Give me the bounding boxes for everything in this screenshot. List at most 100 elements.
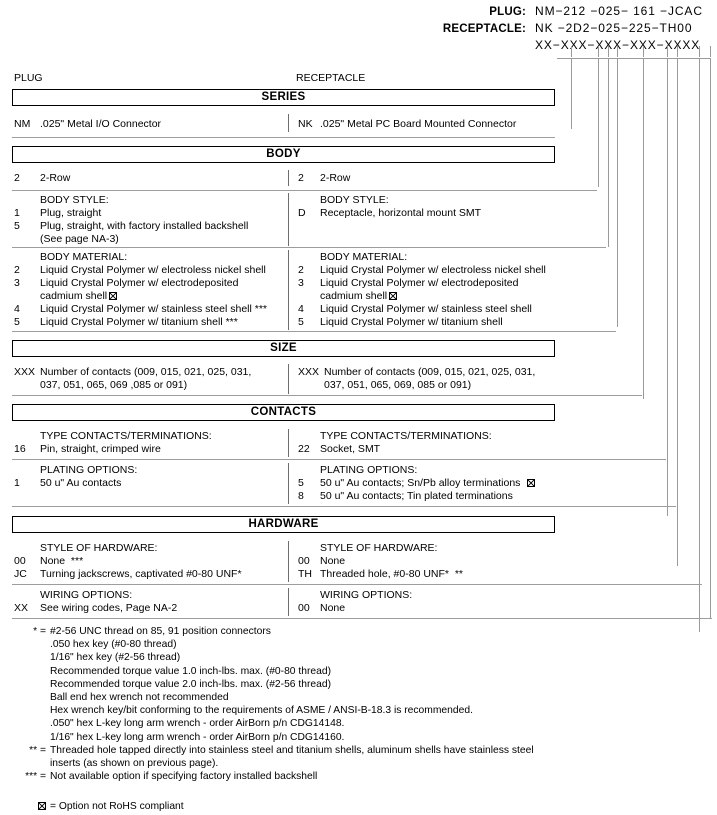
- cell-text: Liquid Crystal Polymer w/ titanium shell: [320, 316, 503, 328]
- leader-line-plating: [557, 58, 678, 566]
- cell-text: (See page NA-3): [40, 233, 119, 245]
- cell-text: cadmium shell: [40, 290, 118, 303]
- cell-text-label: 50 u" Au contacts; Sn/Pb alloy terminati…: [320, 477, 521, 489]
- cell-text: Receptacle, horizontal mount SMT: [320, 207, 482, 219]
- leader-tick-1: [571, 46, 572, 57]
- cell-code: 5: [298, 316, 304, 328]
- group-rule: [12, 584, 702, 585]
- leader-line-series: [557, 58, 572, 129]
- cell-text-label: cadmium shell: [320, 290, 388, 302]
- leader-tick-5: [643, 46, 644, 57]
- cell-text: 2-Row: [40, 172, 71, 184]
- cell-text: Liquid Crystal Polymer w/ electrodeposit…: [320, 277, 519, 289]
- cell-text: Threaded hole, #0-80 UNF* **: [320, 568, 463, 580]
- group-subhead: BODY STYLE:: [320, 194, 389, 206]
- section-header-body: BODY: [12, 146, 555, 163]
- section-header-hardware: HARDWARE: [12, 516, 555, 533]
- part-number-label-plug: PLUG:: [489, 6, 526, 18]
- group-rule: [12, 395, 642, 396]
- leader-tick-4: [617, 46, 618, 57]
- cell-code: 8: [298, 490, 304, 502]
- footnote-text: Recommended torque value 1.0 inch-lbs. m…: [50, 665, 332, 677]
- footnote-text: Ball end hex wrench not recommended: [50, 692, 229, 704]
- footnote-text: Recommended torque value 2.0 inch-lbs. m…: [50, 678, 332, 690]
- cell-code: 3: [298, 277, 304, 289]
- footnote-text: 1/16" hex L-key long arm wrench - order …: [50, 731, 345, 743]
- footnote-marker: * =: [33, 626, 46, 637]
- column-divider: [288, 588, 289, 616]
- leader-line-body-row: [557, 58, 599, 187]
- part-number-row-mask: XX−XXX−XXX−XXX−XXXX: [0, 38, 717, 55]
- section-header-size: SIZE: [12, 340, 555, 357]
- column-divider: [288, 429, 289, 457]
- cell-text: Liquid Crystal Polymer w/ stainless stee…: [40, 303, 268, 315]
- cell-code: 00: [14, 555, 26, 567]
- footnote-spacer: [0, 783, 640, 792]
- cell-text: cadmium shell: [320, 290, 398, 303]
- cell-code: 5: [298, 477, 304, 489]
- column-divider: [288, 364, 289, 394]
- cell-code: 00: [298, 555, 310, 567]
- cell-text: .025" Metal I/O Connector: [40, 118, 162, 130]
- footnote-text: #2-56 UNC thread on 85, 91 position conn…: [50, 626, 271, 637]
- cell-text: Plug, straight: [40, 207, 102, 219]
- cell-text: Liquid Crystal Polymer w/ electrodeposit…: [40, 277, 239, 289]
- group-rule: [12, 190, 597, 191]
- leader-line-body-style: [557, 58, 609, 247]
- group-rule: [12, 247, 606, 248]
- cell-text: Liquid Crystal Polymer w/ electroless ni…: [40, 264, 266, 276]
- footnote-spacer: [0, 792, 640, 801]
- cell-code: 00: [298, 602, 310, 614]
- leader-tick-3: [608, 46, 609, 57]
- group-subhead: BODY MATERIAL:: [320, 251, 408, 263]
- cell-code: NK: [298, 118, 313, 130]
- cell-code: JC: [14, 568, 27, 580]
- group-subhead: PLATING OPTIONS:: [320, 464, 418, 476]
- cell-text: 50 u" Au contacts; Sn/Pb alloy terminati…: [320, 477, 536, 490]
- cell-code: D: [298, 207, 306, 219]
- cell-text: Plug, straight, with factory installed b…: [40, 220, 249, 232]
- cell-code: 1: [14, 207, 20, 219]
- leader-ticks: [0, 46, 717, 58]
- cell-code: NM: [14, 118, 31, 130]
- cell-text: 2-Row: [320, 172, 351, 184]
- part-number-value-receptacle: NK −2D2−025−225−TH00: [535, 21, 693, 35]
- footnote-text: Not available option if specifying facto…: [50, 771, 318, 783]
- column-divider: [288, 170, 289, 186]
- leader-tick-9: [710, 46, 711, 57]
- group-rule: [12, 459, 666, 460]
- cell-text: Liquid Crystal Polymer w/ electroless ni…: [320, 264, 546, 276]
- rohs-legend-text: = Option not RoHS compliant: [50, 801, 184, 813]
- cell-text: None ***: [40, 555, 84, 567]
- cell-text: Liquid Crystal Polymer w/ titanium shell…: [40, 316, 238, 328]
- group-subhead: STYLE OF HARDWARE:: [320, 542, 438, 554]
- leader-tick-8: [699, 46, 700, 57]
- cell-code: 3: [14, 277, 20, 289]
- column-header-plug: PLUG: [14, 72, 43, 84]
- leader-line-size: [557, 58, 644, 399]
- footnote-marker: *** =: [25, 771, 46, 783]
- part-number-header: PLUG: NM−212 −025− 161 −JCAC RECEPTACLE:…: [0, 4, 717, 55]
- cell-code: 4: [14, 303, 20, 315]
- cell-text: Liquid Crystal Polymer w/ stainless stee…: [320, 303, 532, 315]
- cell-code: 1: [14, 477, 20, 489]
- footnote-text: 1/16" hex key (#2-56 thread): [50, 652, 181, 664]
- group-subhead: WIRING OPTIONS:: [40, 589, 133, 601]
- footnote-triple-star: *** = Not available option if specifying…: [0, 770, 640, 783]
- rohs-not-compliant-icon: [527, 479, 536, 487]
- cell-code: 5: [14, 316, 20, 328]
- cell-text-label: cadmium shell: [40, 290, 108, 302]
- cell-text: None: [320, 602, 346, 614]
- cell-code: 5: [14, 220, 20, 232]
- section-header-series: SERIES: [12, 89, 555, 106]
- rohs-legend: = Option not RoHS compliant: [0, 801, 640, 812]
- footnote-text: inserts (as shown on previous page).: [50, 758, 219, 770]
- cell-code: XX: [14, 602, 29, 614]
- group-rule: [12, 137, 555, 138]
- part-number-value-mask: XX−XXX−XXX−XXX−XXXX: [535, 38, 701, 52]
- part-number-row-plug: PLUG: NM−212 −025− 161 −JCAC: [0, 4, 717, 21]
- leader-tick-2: [598, 46, 599, 57]
- cell-text: 50 u" Au contacts: [40, 477, 122, 489]
- column-divider: [288, 541, 289, 582]
- part-number-value-plug: NM−212 −025− 161 −JCAC: [535, 4, 703, 18]
